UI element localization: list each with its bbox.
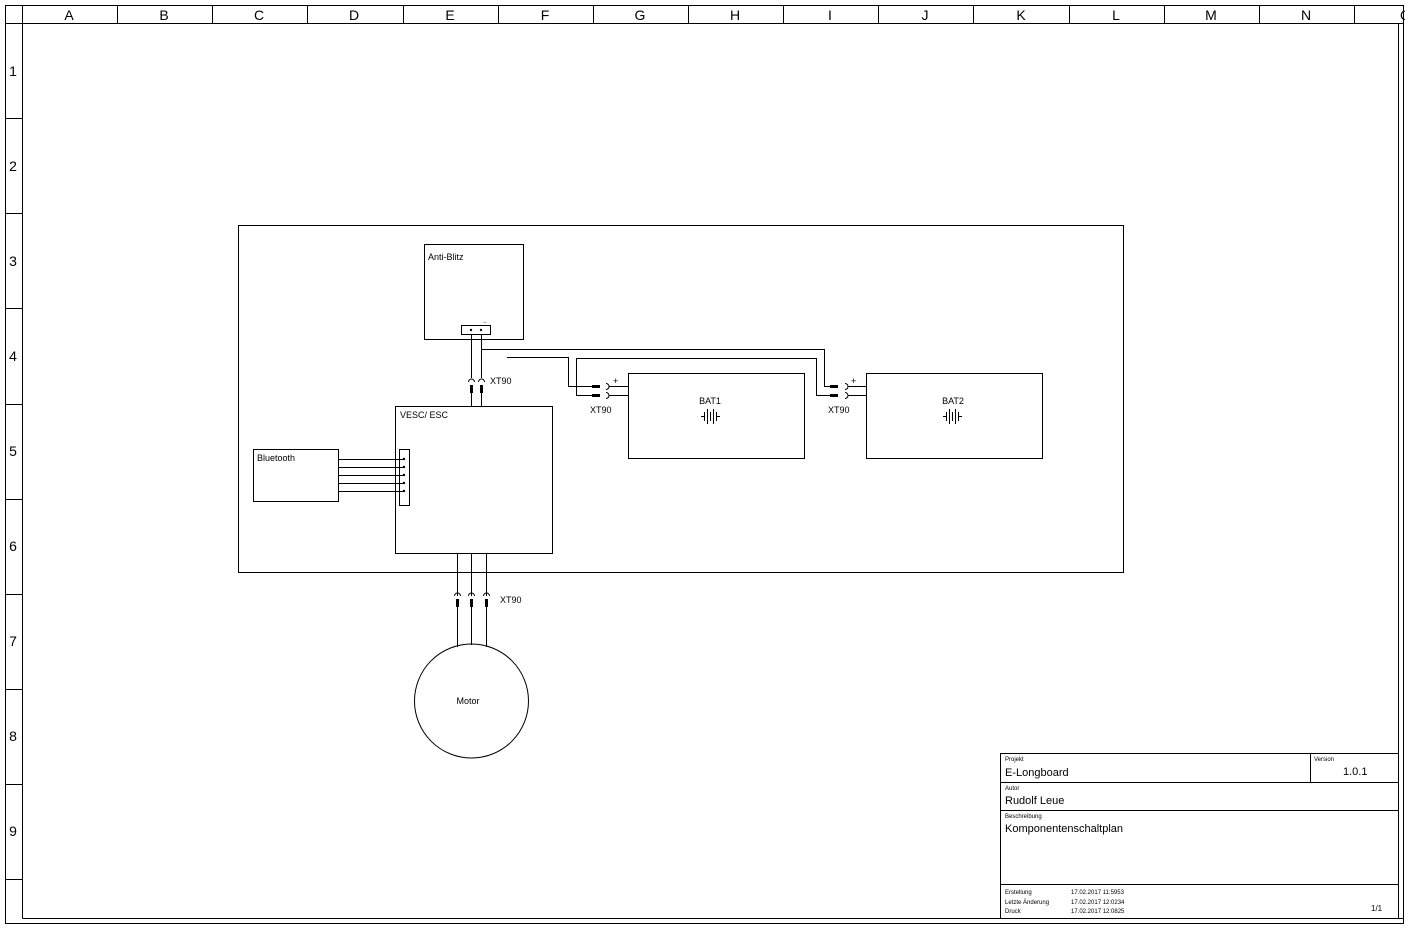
column-label: I bbox=[828, 7, 832, 23]
vesc-esc-component[interactable]: VESC/ ESC bbox=[395, 406, 553, 554]
description-text: Komponentenschaltplan bbox=[1005, 823, 1123, 835]
sheet-frame bbox=[5, 5, 1404, 924]
column-label: M bbox=[1205, 7, 1217, 23]
anti-blitz-label: Anti-Blitz bbox=[428, 252, 464, 262]
bat2-component[interactable]: BAT2 bbox=[866, 373, 1043, 459]
project-caption: Projekt bbox=[1005, 757, 1024, 763]
bluetooth-wires bbox=[338, 459, 404, 492]
row-label: 9 bbox=[9, 823, 17, 839]
created-value: 17.02.2017 11:5953 bbox=[1071, 890, 1125, 896]
column-label: H bbox=[730, 7, 740, 23]
bat2-label: BAT2 bbox=[942, 396, 964, 406]
version-value: 1.0.1 bbox=[1343, 766, 1367, 778]
author-caption: Autor bbox=[1005, 786, 1019, 792]
column-label: A bbox=[64, 7, 74, 23]
vesc-esc-label: VESC/ ESC bbox=[400, 410, 449, 420]
row-label: 1 bbox=[9, 63, 17, 79]
row-label: 6 bbox=[9, 538, 17, 554]
xt90-label-bat2: XT90 bbox=[828, 405, 850, 415]
xt90-label-bat1: XT90 bbox=[590, 405, 612, 415]
column-label: G bbox=[635, 7, 646, 23]
row-dividers bbox=[5, 118, 23, 880]
row-label: 2 bbox=[9, 158, 17, 174]
column-dividers bbox=[117, 5, 1355, 24]
project-name: E-Longboard bbox=[1005, 767, 1069, 779]
minus-sign: − bbox=[483, 320, 487, 326]
description-caption: Beschreibung bbox=[1005, 814, 1042, 820]
modified-caption: Letzte Änderung bbox=[1005, 899, 1049, 906]
column-label: C bbox=[254, 7, 264, 23]
xt90-label-top: XT90 bbox=[490, 376, 512, 386]
column-label: N bbox=[1301, 7, 1311, 23]
column-label: K bbox=[1016, 7, 1026, 23]
page-number: 1/1 bbox=[1371, 904, 1383, 913]
row-label: 4 bbox=[9, 348, 17, 364]
version-caption: Version bbox=[1314, 757, 1334, 763]
anti-blitz-terminal[interactable] bbox=[461, 325, 491, 335]
print-caption: Druck bbox=[1005, 909, 1022, 915]
column-label: F bbox=[541, 7, 550, 23]
bluetooth-component[interactable]: Bluetooth bbox=[253, 449, 339, 502]
column-label: O bbox=[1400, 7, 1405, 23]
modified-value: 17.02.2017 12:0234 bbox=[1071, 900, 1125, 906]
title-block: Projekt E-Longboard Version 1.0.1 Autor … bbox=[1000, 753, 1399, 919]
enclosure-box[interactable] bbox=[238, 225, 1124, 573]
author-name: Rudolf Leue bbox=[1005, 795, 1064, 807]
anti-blitz-component[interactable]: Anti-Blitz − bbox=[424, 244, 524, 340]
column-label: J bbox=[922, 7, 929, 23]
print-value: 17.02.2017 12:0825 bbox=[1071, 909, 1125, 915]
motor-component[interactable]: Motor bbox=[414, 643, 529, 759]
column-labels: A B C D E F G H I J K L M N O bbox=[64, 7, 1405, 23]
bat1-plus-sign: + bbox=[613, 376, 618, 386]
row-label: 7 bbox=[9, 633, 17, 649]
column-label: D bbox=[349, 7, 359, 23]
xt90-label-motor: XT90 bbox=[500, 595, 522, 605]
row-label: 5 bbox=[9, 443, 17, 459]
bat1-component[interactable]: BAT1 bbox=[628, 373, 805, 459]
vesc-connector-strip[interactable] bbox=[399, 449, 410, 506]
column-label: L bbox=[1112, 7, 1120, 23]
motor-label: Motor bbox=[456, 696, 479, 706]
row-label: 8 bbox=[9, 728, 17, 744]
row-label: 3 bbox=[9, 253, 17, 269]
anti-blitz-vesc-wires bbox=[468, 335, 485, 406]
column-label: B bbox=[159, 7, 168, 23]
battery-icon bbox=[943, 409, 962, 424]
bat1-label: BAT1 bbox=[699, 396, 721, 406]
bluetooth-label: Bluetooth bbox=[257, 453, 295, 463]
battery-wires bbox=[481, 335, 867, 399]
bat2-plus-sign: + bbox=[851, 376, 856, 386]
created-caption: Erstellung bbox=[1005, 890, 1032, 896]
motor-wires bbox=[454, 553, 490, 647]
column-label: E bbox=[445, 7, 454, 23]
battery-icon bbox=[701, 409, 720, 424]
row-labels: 1 2 3 4 5 6 7 8 9 bbox=[9, 63, 17, 839]
